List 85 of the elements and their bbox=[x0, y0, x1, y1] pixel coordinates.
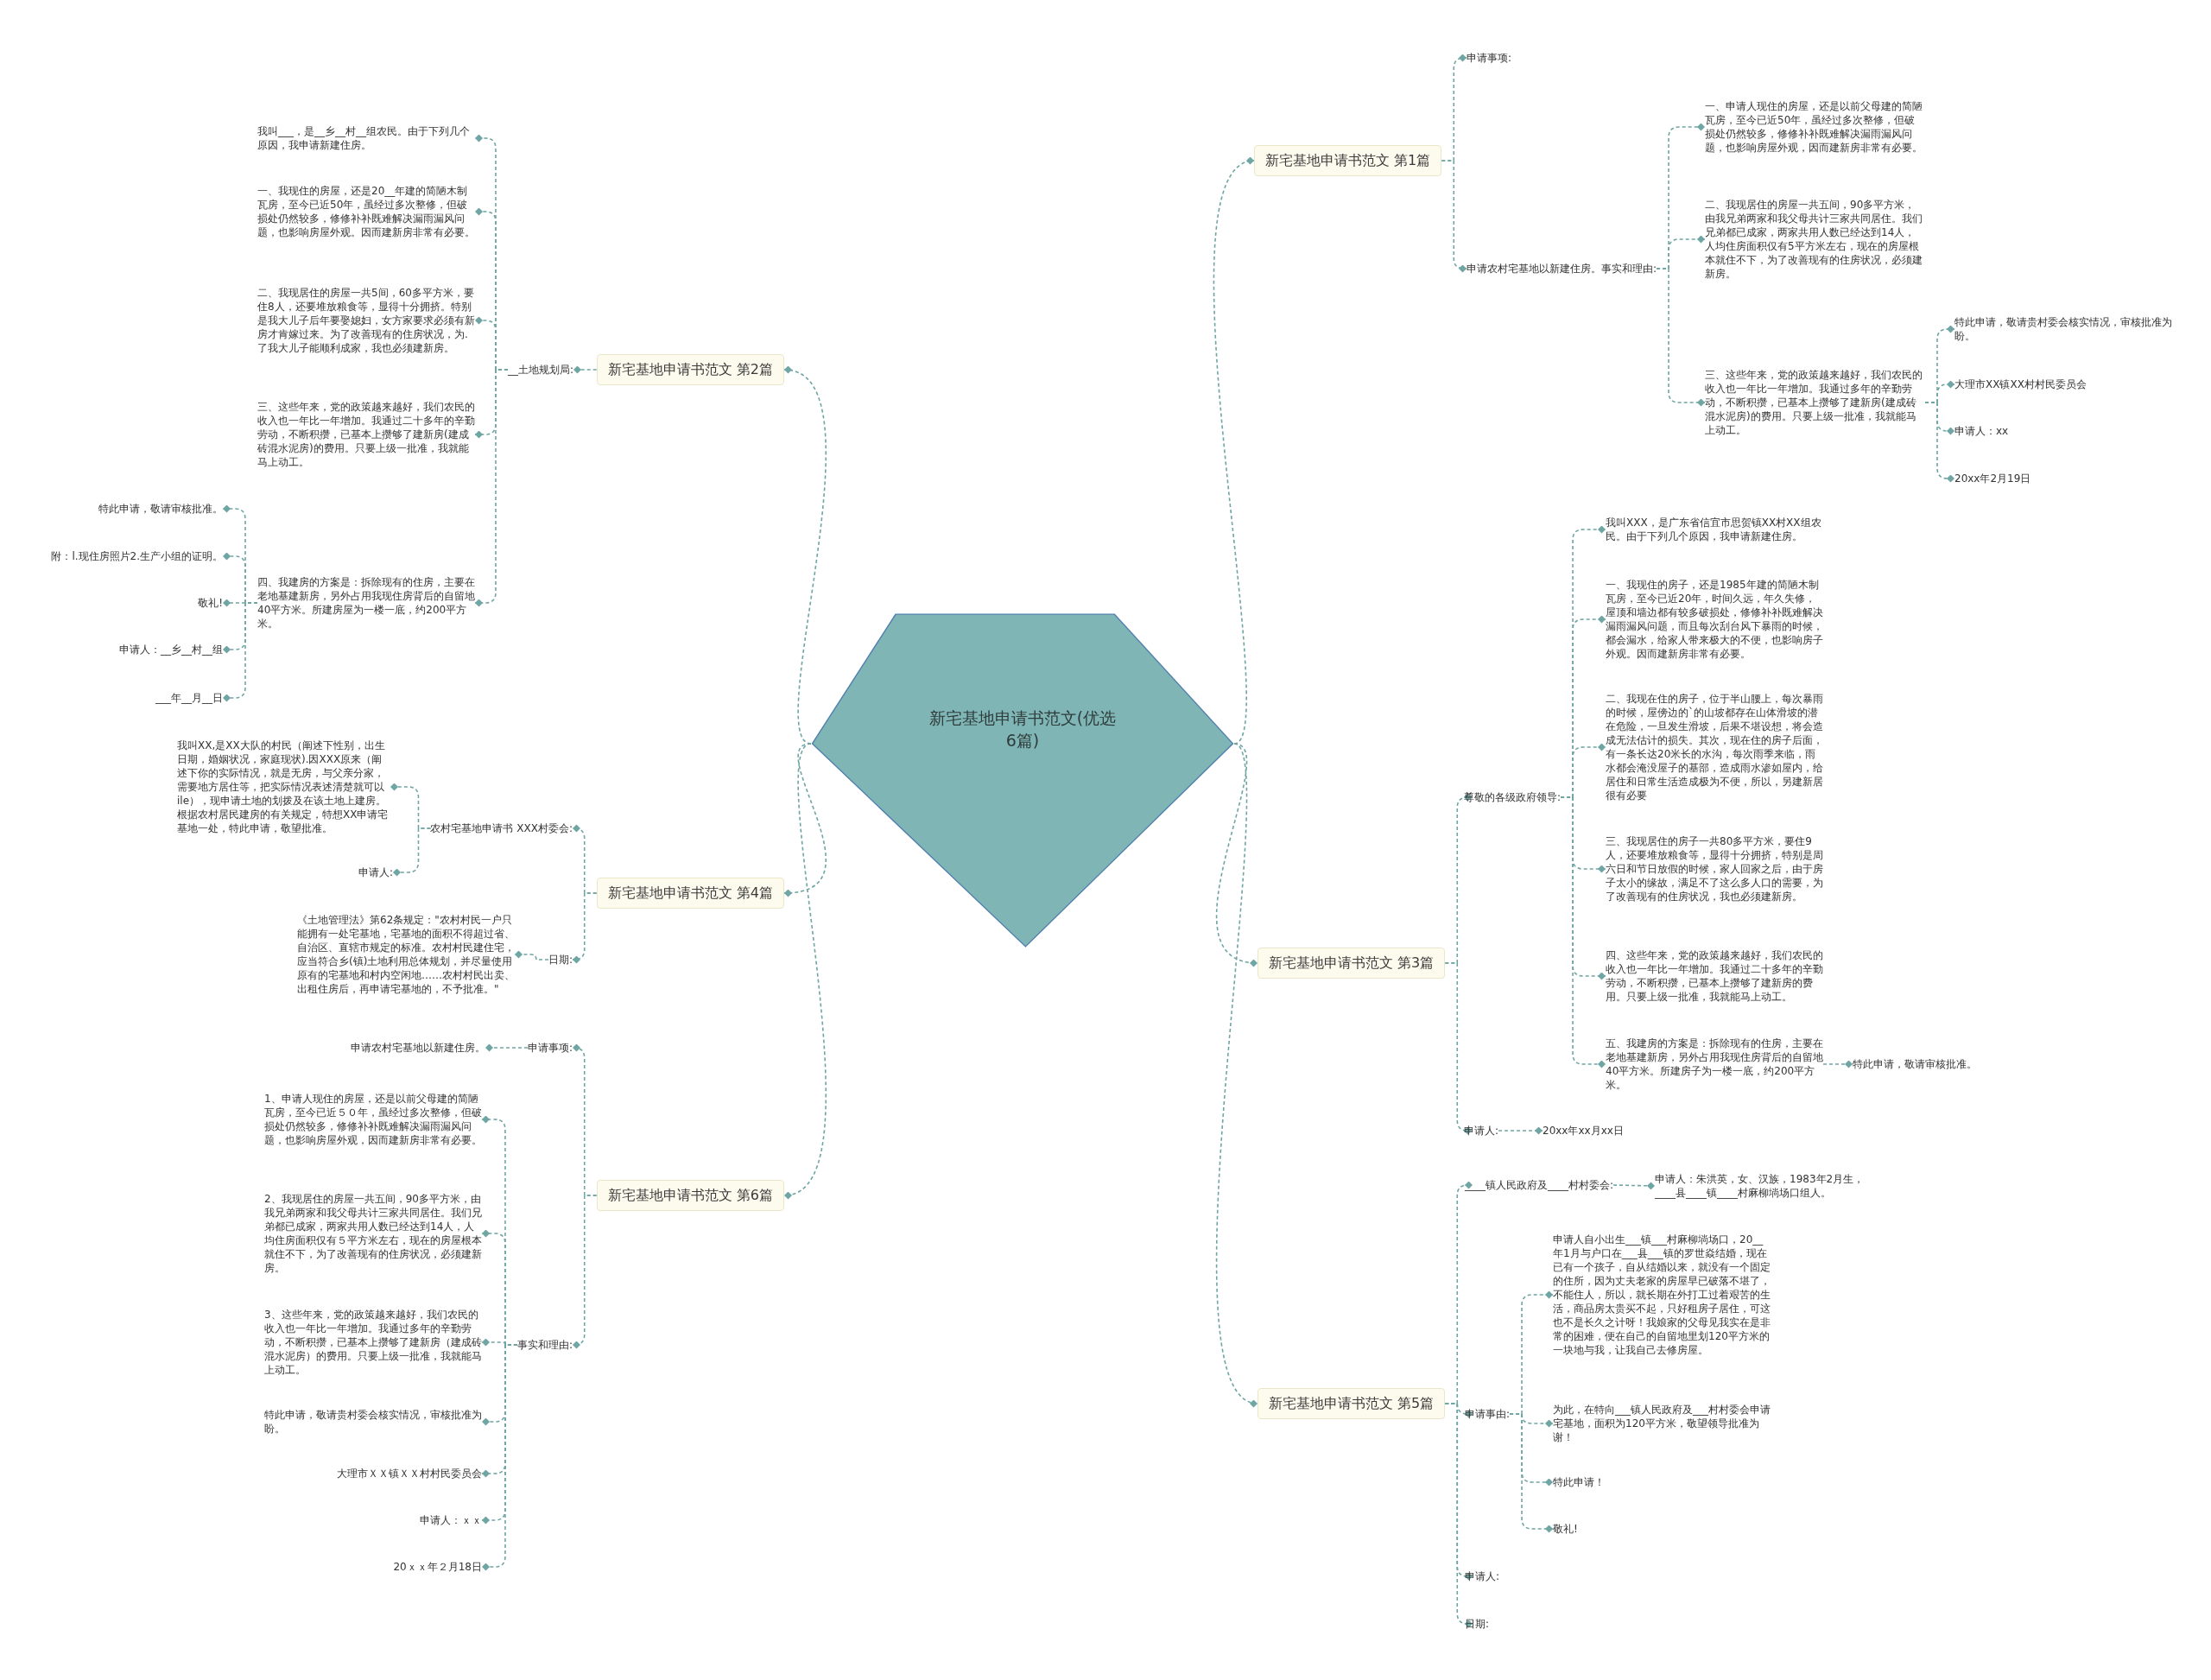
note-text: 五、我建房的方案是：拆除现有的住房，主要在老地基建新房，另外占用我现住房背后的自留地40平方米。所建房子为一楼一底，约200平方米。 bbox=[1606, 1037, 1823, 1092]
connector bbox=[1498, 1126, 1543, 1135]
central-topic-label: 新宅基地申请书范文(优选6篇) bbox=[928, 707, 1118, 752]
note-text: 农村宅基地申请书 XXX村委会: bbox=[430, 821, 573, 835]
topic-box: 新宅基地申请书范文 第2篇 bbox=[596, 354, 784, 385]
note-text: 20ｘｘ年２月18日 bbox=[393, 1560, 482, 1574]
connector bbox=[1216, 743, 1258, 967]
connector bbox=[572, 892, 598, 964]
note-text: __土地规划局: bbox=[507, 363, 573, 377]
connector bbox=[1213, 159, 1255, 745]
connector bbox=[783, 367, 827, 745]
note-text: 四、我建房的方案是：拆除现有的住房，主要在老地基建新房，另外占用我现住房背后的自留地40平方米。所建房屋为一楼一底，约200平方米。 bbox=[257, 575, 475, 631]
note-text: 一、申请人现住的房屋，还是以前父母建的简陋瓦房，至今已近50年，虽经过多次整修，但破损处仍然较多，修修补补既难解决漏雨漏风问题，也影响房屋外观，因而建新房非常有必要。 bbox=[1705, 99, 1925, 155]
topic-box: 新宅基地申请书范文 第4篇 bbox=[596, 878, 784, 909]
note-text: 敬礼! bbox=[1553, 1522, 1578, 1536]
note-text: 申请事项: bbox=[1467, 51, 1512, 65]
topic-box: 新宅基地申请书范文 第3篇 bbox=[1258, 948, 1446, 979]
connector bbox=[485, 1043, 529, 1052]
note-text: 申请农村宅基地以新建住房。 bbox=[351, 1041, 485, 1055]
note-text: 20xx年2月19日 bbox=[1954, 472, 2031, 485]
topic-box: 新宅基地申请书范文 第1篇 bbox=[1254, 145, 1442, 176]
connector bbox=[1441, 160, 1467, 273]
note-text: 我叫XX,是XX大队的村民（阐述下性别，出生日期，婚姻状况，家庭现状).因XXX原来（阐述下你的实际情况，就是无房，与父亲分家，需要地方居住等，把实际情况表述清楚就可以ile），现申请土地的划拨及在该土地上建房。根据农村居民建房的有关规定，特想XX申请宅基地一处，特此申请，敬望批准。 bbox=[177, 739, 390, 835]
topic-box: 新宅基地申请书范文 第6篇 bbox=[596, 1180, 784, 1211]
connector bbox=[481, 1344, 518, 1571]
note-text: 二、我现在住的房子，位于半山腰上，每次暴雨的时候，屋傍边的`的山坡都存在山体滑坡的潜在危险，一旦发生滑坡，后果不堪设想，将会造成无法估计的损失。其次，现在住的房子后面，有一条长达20米长的水沟，每次雨季来临，雨水都会淹没屋子的基部，造成雨水渗如屋内，给居住和日常生活造成极为不便，所以，另建新居很有必要 bbox=[1606, 692, 1823, 802]
note-text: 大理市XX镇XX村村民委员会 bbox=[1954, 377, 2087, 391]
connector bbox=[222, 602, 258, 702]
note-text: 《土地管理法》第62条规定："农村村民一户只能拥有一处宅基地，宅基地的面积不得超过省、自治区、直辖市规定的标准。农村村民建住宅，应当符合乡(镇)土地利用总体规划，并尽量使用原有的宅基地和村内空闲地……农村村民出卖、出租住房后，再申请宅基地的，不予批准。" bbox=[297, 913, 515, 996]
note-text: 1、申请人现住的房屋，还是以前父母建的简陋瓦房，至今已近５０年，虽经过多次整修，但破损处仍然较多，修修补补既难解决漏雨漏风问题，也影响房屋外观，因而建新房非常有必要。 bbox=[264, 1092, 482, 1147]
note-text: 尊敬的各级政府领导: bbox=[1464, 790, 1562, 804]
connector bbox=[514, 950, 549, 960]
note-text: 事实和理由: bbox=[516, 1338, 573, 1352]
note-text: 三、这些年来，党的政策越来越好，我们农民的收入也一年比一年增加。我通过多年的辛勤劳动，不断积攒，已基本上攒够了建新房(建成砖混水泥房)的费用。只要上级一批准，我就能马上动工。 bbox=[1705, 368, 1925, 437]
note-text: ____镇人民政府及____村村委会: bbox=[1465, 1178, 1614, 1192]
note-text: 大理市ＸＸ镇ＸＸ村村民委员会 bbox=[337, 1467, 482, 1480]
note-text: 附：l.现住房照片2.生产小组的证明。 bbox=[51, 549, 223, 563]
note-text: 申请人：xx bbox=[1954, 424, 2009, 438]
note-text: 申请人：__乡__村__组 bbox=[119, 643, 223, 656]
note-text: 二、我现居住的房屋一共5间，60多平方米，要住8人，还要堆放粮食等，显得十分拥挤。特别是我大儿子后年要娶媳妇，女方家要求必须有新房才肯嫁过来。为了改善现有的住房状况，为.了我大儿子能顺利成家，我也必须建新房。 bbox=[257, 286, 475, 355]
note-text: 申请事由: bbox=[1465, 1407, 1511, 1421]
connector bbox=[1924, 402, 1955, 483]
note-text: 特此申请，敬请贵村委会核实情况，审核批准为盼。 bbox=[1954, 315, 2175, 343]
note-text: 特此申请，敬请审核批准。 bbox=[98, 502, 223, 516]
note-text: 申请人：ｘｘ bbox=[420, 1513, 482, 1527]
topic-box: 新宅基地申请书范文 第5篇 bbox=[1258, 1388, 1446, 1419]
note-text: 20xx年xx月xx日 bbox=[1543, 1124, 1624, 1138]
note-text: 申请人自小出生___镇___村麻柳埫场口，20__年1月与户口在___县___镇的罗世焱结婚，现在已有一个孩子，自从结婚以来，就没有一个固定的住所，因为丈夫老家的房屋早已破落不堪了，不能住人，所以，就长期在外打工过着艰苦的生活，商品房太贵买不起，只好租房子居住，可这也不是长久之计呀！我娘家的父母见我实在是非常的困难，便在自己的自留地里划120平方米的一块地与我，让我自己去修房屋。 bbox=[1553, 1233, 1771, 1357]
connector bbox=[1822, 1060, 1853, 1068]
connector bbox=[783, 743, 827, 897]
note-text: 特此申请，敬请审核批准。 bbox=[1853, 1057, 1977, 1071]
note-text: 日期: bbox=[1465, 1617, 1490, 1631]
note-text: 3、这些年来，党的政策越来越好，我们农民的收入也一年比一年增加。我通过多年的辛勤劳动，不断积攒，已基本上攒够了建新房（建成砖混水泥房）的费用。只要上级一批准，我就能马上动工。 bbox=[264, 1308, 482, 1377]
note-text: 为此，在特向___镇人民政府及___村村委会申请宅基地，面积为120平方米，敬望领导批准为谢！ bbox=[1553, 1403, 1771, 1444]
connector bbox=[1444, 962, 1472, 1135]
note-text: 四、这些年来，党的政策越来越好，我们农民的收入也一年比一年增加。我通过二十多年的辛勤劳动，不断积攒，已基本上攒够了建新房的费用。只要上级一批准，我就能马上动工。 bbox=[1606, 948, 1823, 1004]
note-text: 一、我现住的房子，还是1985年建的简陋木制瓦房，至今已近20年，时间久远，年久失修，屋顶和墙边都有较多破损处，修修补补既难解决漏雨漏风问题，而且每次刮台风下暴雨的时候，都会漏水，给家人带来极大的不便，也影响房子外观。因而建新房非常有必要。 bbox=[1606, 578, 1823, 661]
connector bbox=[572, 1195, 598, 1349]
note-text: 申请人：朱洪英，女、汉族，1983年2月生，____县____镇____村麻柳埫场口组人。 bbox=[1655, 1172, 1872, 1200]
connector bbox=[1509, 1413, 1554, 1533]
note-text: 申请人: bbox=[1464, 1124, 1499, 1138]
note-text: 二、我现居住的房屋一共五间，90多平方米，由我兄弟两家和我父母共计三家共同居住。我们兄弟都已成家，两家共用人数已经达到14人，人均住房面积仅有5平方米左右，现在的房屋根本就住不下，为了改善现有的住房状况，必须建新房。 bbox=[1705, 198, 1925, 281]
connector bbox=[1656, 268, 1706, 407]
note-text: 三、这些年来，党的政策越来越好，我们农民的收入也一年比一年增加。我通过二十多年的辛勤劳动，不断积攒，已基本上攒够了建新房(建成砖混水泥房)的费用。只要上级一批准，我就能马上动工。 bbox=[257, 400, 475, 469]
note-text: 特此申请，敬请贵村委会核实情况，审核批准为盼。 bbox=[264, 1408, 482, 1436]
connector bbox=[474, 369, 509, 607]
note-text: 申请人: bbox=[358, 865, 393, 879]
connector bbox=[1612, 1182, 1656, 1190]
connector bbox=[1216, 743, 1258, 1405]
note-text: 申请事项: bbox=[527, 1041, 573, 1055]
note-text: 三、我现居住的房子一共80多平方米，要住9人，还要堆放粮食等，显得十分拥挤，特别是周六日和节日放假的时候，家人回家之后，由于房子太小的缘故，满足不了这么多人口的需要，为了改善现有的住房状况，我也必须建新房。 bbox=[1606, 834, 1823, 903]
note-text: 申请人: bbox=[1465, 1569, 1500, 1583]
connector bbox=[392, 827, 432, 877]
note-text: 日期: bbox=[548, 953, 573, 967]
note-text: 特此申请！ bbox=[1553, 1475, 1605, 1489]
connector bbox=[573, 365, 598, 374]
note-text: ___年__月__日 bbox=[155, 691, 223, 705]
note-text: 我叫XXX，是广东省信宜市思贺镇XX村XX组农民。由于下列几个原因，我申请新建住房。 bbox=[1606, 516, 1823, 543]
note-text: 申请农村宅基地以新建住房。事实和理由: bbox=[1467, 262, 1657, 276]
connector bbox=[1560, 796, 1606, 1068]
note-text: 2、我现居住的房屋一共五间，90多平方米，由我兄弟两家和我父母共计三家共同居住。我们兄弟都已成家，两家共用人数已经达到14人，人均住房面积仅有５平方米左右，现在的房屋根本就住不下，为了改善现有的住房状况，必须建新房。 bbox=[264, 1192, 482, 1275]
note-text: 敬礼! bbox=[198, 596, 223, 610]
note-text: 一、我现住的房屋，还是20__年建的简陋木制瓦房，至今已近50年，虽经过多次整修，但破损处仍然较多，修修补补既难解决漏雨漏风问题，也影响房屋外观。因而建新房非常有必要。 bbox=[257, 184, 475, 239]
connector bbox=[783, 743, 827, 1198]
note-text: 我叫___，是__乡__村__组农民。由于下列几个原因，我申请新建住房。 bbox=[257, 124, 475, 152]
